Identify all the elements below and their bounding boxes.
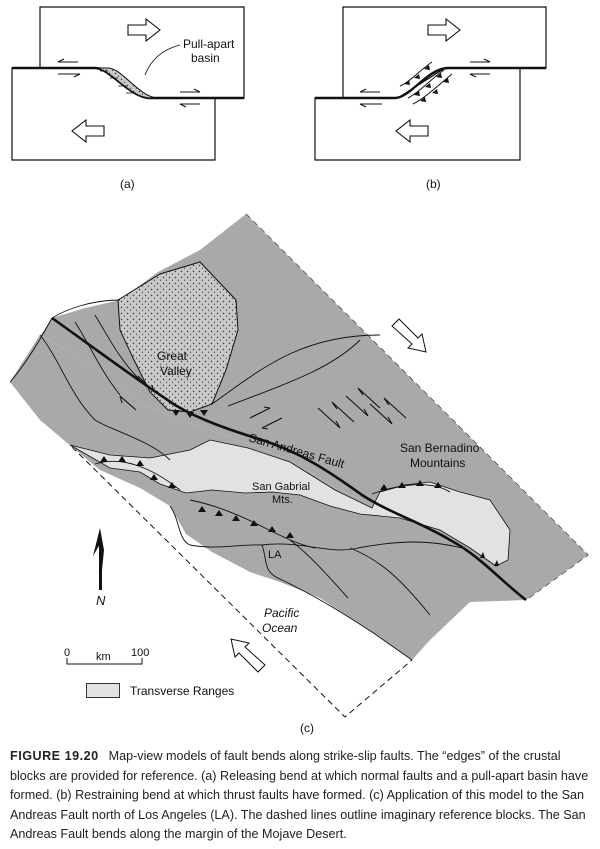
scale-zero: 0 — [64, 647, 70, 659]
basin-label-line1: Pull-apart — [183, 37, 235, 51]
panel-c-label: (c) — [300, 721, 314, 735]
panel-b-label: (b) — [426, 177, 441, 191]
scale-unit: km — [96, 651, 111, 663]
legend: Transverse Ranges — [86, 683, 234, 698]
legend-label: Transverse Ranges — [130, 683, 235, 698]
arrow-right-icon — [127, 17, 161, 43]
la-label: LA — [268, 549, 282, 561]
panel-c: Great Valley San Andreas Fault San Berna… — [9, 213, 589, 735]
san-gabriel-label-2: Mts. — [272, 494, 293, 506]
scale-max: 100 — [131, 647, 149, 659]
north-arrow-icon — [93, 528, 104, 590]
arrow-left-icon — [395, 118, 429, 144]
scale-bar — [66, 658, 143, 665]
san-bernardino-label-2: Mountains — [410, 456, 465, 470]
arrow-se-icon — [391, 318, 427, 353]
legend-swatch — [86, 683, 120, 698]
figure-id: FIGURE 19.20 — [10, 749, 99, 763]
north-label: N — [96, 593, 106, 608]
figure-diagram: Pull-apart basin (a) (b) — [9, 6, 589, 735]
caption-text: Map-view models of fault bends along str… — [10, 749, 589, 841]
arrow-left-icon — [71, 118, 105, 144]
pull-apart-basin — [94, 67, 159, 99]
pacific-label-2: Ocean — [262, 621, 298, 635]
great-valley-label-1: Great — [157, 349, 188, 363]
pacific-label-1: Pacific — [264, 606, 299, 620]
great-valley-label-2: Valley — [160, 364, 192, 378]
panel-a: Pull-apart basin (a) — [11, 6, 245, 191]
panel-a-label: (a) — [120, 177, 135, 191]
san-andreas-fault — [51, 316, 527, 602]
san-bernardino-label-1: San Bernadino — [400, 441, 480, 455]
transverse-ranges — [69, 439, 511, 567]
arrow-nw-icon — [230, 638, 266, 673]
san-gabriel-label-1: San Gabrial — [252, 481, 310, 493]
reference-block-outline — [71, 446, 413, 718]
basin-label-line2: basin — [191, 51, 220, 65]
panel-b: (b) — [314, 6, 547, 191]
arrow-right-icon — [427, 17, 461, 43]
